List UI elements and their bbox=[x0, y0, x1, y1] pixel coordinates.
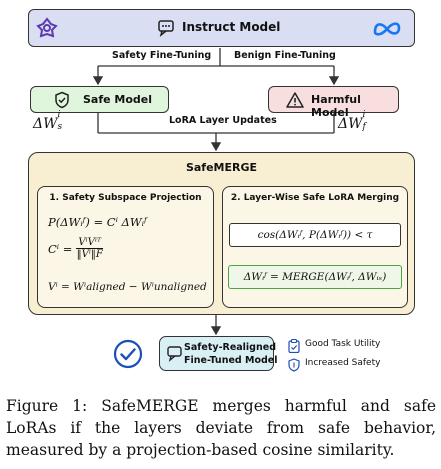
safe-model-box: Safe Model bbox=[30, 86, 169, 113]
instruct-model-label: Instruct Model bbox=[182, 20, 281, 34]
harmful-delta-sub: f bbox=[362, 122, 366, 132]
harmful-model-label: Harmful Model bbox=[311, 93, 361, 119]
c-matrix-numerator: VⁱVⁱᵀ bbox=[76, 237, 104, 249]
harmful-delta-label: ΔW i f bbox=[338, 110, 366, 132]
c-matrix-lhs: Cⁱ = bbox=[48, 241, 73, 256]
instruct-model-box: Instruct Model bbox=[28, 9, 415, 47]
benefit-good-task-utility: Good Task Utility bbox=[305, 339, 381, 349]
harmful-model-box: Harmful Model bbox=[268, 86, 399, 119]
meta-logo-icon bbox=[372, 19, 402, 37]
cosine-condition: cos(ΔWᵢᶠ, P(ΔWᵢᶠ)) < τ bbox=[229, 223, 401, 247]
harmful-delta-sup: i bbox=[362, 110, 366, 120]
safe-delta-sup: i bbox=[57, 110, 61, 120]
openai-logo-icon bbox=[35, 16, 59, 40]
safemerge-box: SafeMERGE 1. Safety Subspace Projection … bbox=[28, 152, 415, 315]
benign-fine-tuning-label: Benign Fine-Tuning bbox=[232, 50, 338, 61]
c-matrix-denominator: ‖Vⁱ‖F bbox=[76, 249, 103, 260]
check-circle-icon bbox=[113, 339, 143, 369]
panel1-title: 1. Safety Subspace Projection bbox=[49, 193, 202, 203]
caption-line3: measured by a projection-based cosine si… bbox=[6, 441, 395, 459]
merge-equation: ΔWᵢᶠ = MERGE(ΔWᵢᶠ, ΔWᵢₛ) bbox=[228, 265, 402, 289]
lora-layer-updates-label: LoRA Layer Updates bbox=[166, 115, 280, 126]
caption-line1: Figure 1: SafeMERGE merges harmful and s… bbox=[6, 397, 436, 415]
c-matrix-equation: Cⁱ = VⁱVⁱᵀ ‖Vⁱ‖F bbox=[48, 237, 104, 260]
layer-wise-merge-panel: 2. Layer-Wise Safe LoRA Merging cos(ΔWᵢᶠ… bbox=[222, 186, 408, 308]
clipboard-check-icon bbox=[288, 338, 300, 354]
v-vector-equation: Vⁱ = Wⁱaligned − Wⁱunaligned bbox=[48, 281, 207, 293]
safe-delta-sub: s bbox=[57, 122, 63, 132]
chat-icon bbox=[166, 345, 184, 363]
chat-icon bbox=[156, 19, 176, 37]
realigned-line2: Fine-Tuned Model bbox=[184, 355, 278, 366]
realigned-model-box: Safety-Realigned Fine-Tuned Model bbox=[159, 336, 278, 371]
warning-icon bbox=[286, 91, 304, 109]
safe-delta-label: ΔW i s bbox=[33, 110, 62, 132]
projection-equation: P(ΔWᵢᶠ) = Cⁱ ΔWᵢᶠ bbox=[48, 215, 147, 229]
safe-delta: ΔW bbox=[33, 116, 58, 132]
harmful-delta: ΔW bbox=[338, 116, 363, 132]
caption-line2: LoRAs if the layers deviate from safe be… bbox=[6, 419, 436, 437]
shield-check-icon bbox=[53, 91, 71, 109]
shield-icon bbox=[288, 357, 300, 372]
figure-caption: Figure 1: SafeMERGE merges harmful and s… bbox=[6, 395, 436, 461]
safemerge-title: SafeMERGE bbox=[185, 161, 258, 174]
safe-model-label: Safe Model bbox=[83, 93, 153, 106]
safety-subspace-panel: 1. Safety Subspace Projection P(ΔWᵢᶠ) = … bbox=[37, 186, 214, 308]
safety-fine-tuning-label: Safety Fine-Tuning bbox=[110, 50, 214, 61]
panel2-title: 2. Layer-Wise Safe LoRA Merging bbox=[230, 193, 400, 203]
realigned-line1: Safety-Realigned bbox=[184, 342, 276, 353]
benefit-increased-safety: Increased Safety bbox=[305, 358, 381, 368]
